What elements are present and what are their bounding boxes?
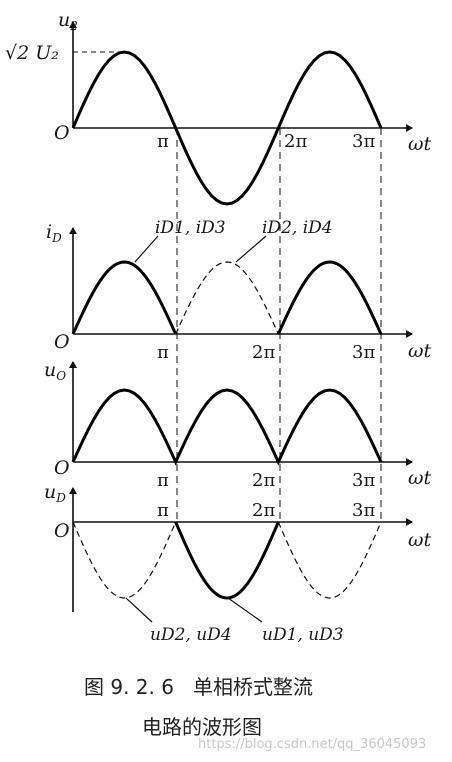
iD-origin-label: O <box>54 331 70 353</box>
u2-tick-pi: π <box>157 131 169 152</box>
uD-solid-annotation: uD1, uD3 <box>262 625 344 645</box>
uO-ylabel: uO <box>44 359 66 383</box>
uD-dashed-half-1 <box>72 521 177 599</box>
iD-solid-pointer <box>134 235 159 263</box>
u2-sine-wave <box>71 50 383 206</box>
caption-line-2: 电路的波形图 <box>142 715 262 739</box>
iD-ylabel: iD <box>46 221 62 245</box>
iD-solid-half-1 <box>71 260 178 335</box>
panel-uO: uO O π 2π 3π ωt <box>44 359 431 491</box>
panel-u2: u2 √2 U₂ O π 2π 3π ωt <box>5 9 431 206</box>
uD-solid-pointer <box>227 597 263 623</box>
uO-xlabel: ωt <box>408 467 431 489</box>
uD-tick-pi: π <box>157 500 169 521</box>
uD-dashed-pointer <box>125 597 153 623</box>
figure-caption: 图 9. 2. 6 单相桥式整流 电路的波形图 https://blog.csd… <box>84 675 426 752</box>
uD-tick-2pi: 2π <box>252 500 275 521</box>
iD-dashed-annotation: iD2, iD4 <box>262 218 333 238</box>
iD-tick-3pi: 3π <box>352 342 375 363</box>
panel-uD: uD O π 2π 3π ωt uD2, uD4 uD1, uD3 <box>44 481 431 645</box>
iD-solid-annotation: iD1, iD3 <box>155 218 226 238</box>
uO-tick-3pi: 3π <box>352 470 375 491</box>
watermark: https://blog.csdn.net/qq_36045093 <box>198 737 426 752</box>
uD-origin-label: O <box>54 520 70 542</box>
iD-tick-2pi: 2π <box>252 342 275 363</box>
uD-xlabel: ωt <box>408 529 431 551</box>
u2-tick-2pi: 2π <box>284 131 307 152</box>
uD-dashed-annotation: uD2, uD4 <box>150 625 232 645</box>
u2-origin-label: O <box>54 122 70 144</box>
uO-rectified-wave <box>71 388 383 466</box>
iD-dashed-pointer <box>235 235 267 263</box>
uD-solid-half <box>174 521 280 600</box>
iD-tick-pi: π <box>157 342 169 363</box>
u2-ylabel: u2 <box>58 9 78 33</box>
u2-tick-3pi: 3π <box>352 131 375 152</box>
uO-tick-2pi: 2π <box>252 470 275 491</box>
uD-tick-3pi: 3π <box>352 500 375 521</box>
uD-dashed-half-2 <box>277 521 382 599</box>
u2-xlabel: ωt <box>408 133 431 155</box>
panel-iD: iD iD1, iD3 iD2, iD4 O π 2π 3π ωt <box>46 218 431 363</box>
iD-xlabel: ωt <box>408 340 431 362</box>
uD-ylabel: uD <box>44 481 66 505</box>
iD-solid-half-2 <box>276 260 383 335</box>
uO-origin-label: O <box>54 457 70 479</box>
u2-amplitude-label: √2 U₂ <box>5 42 59 64</box>
caption-line-1: 图 9. 2. 6 单相桥式整流 <box>84 675 313 699</box>
uO-tick-pi: π <box>157 470 169 491</box>
iD-dashed-half <box>175 261 279 335</box>
